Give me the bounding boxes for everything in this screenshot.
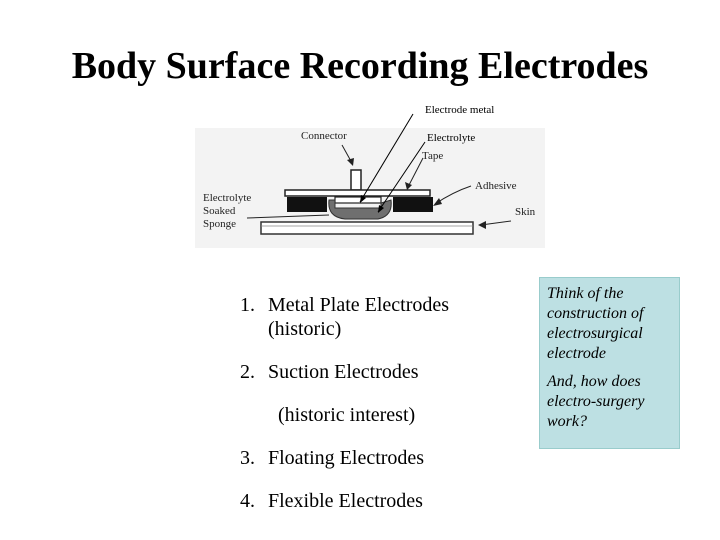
list-number: 2. xyxy=(240,361,255,383)
list-item: 2. Suction Electrodes xyxy=(240,360,530,384)
list-text: Floating Electrodes xyxy=(268,447,425,469)
tape-arrow-line xyxy=(407,157,424,188)
connector-stub xyxy=(350,169,362,191)
list-number: 3. xyxy=(240,447,255,469)
callout-line-electrolyte xyxy=(377,141,426,213)
list-number: 1. xyxy=(240,294,255,316)
slide-title: Body Surface Recording Electrodes xyxy=(71,45,649,87)
label-electrolyte: Electrolyte xyxy=(427,132,476,144)
note-line-1: Think of the construction of electrosurg… xyxy=(547,285,644,362)
electrode-type-list: 1. Metal Plate Electrodes (historic) 2. … xyxy=(240,293,530,513)
list-item-sub: (historic) xyxy=(240,317,530,341)
label-tape: Tape xyxy=(422,150,444,162)
label-sponge: Electrolyte Soaked Sponge xyxy=(203,192,251,231)
callout-line-metal xyxy=(359,113,414,203)
sponge-arrow-line xyxy=(246,214,330,219)
label-sponge-line2: Soaked xyxy=(203,205,236,217)
electrode-metal-plate xyxy=(334,196,382,204)
label-skin: Skin xyxy=(515,206,536,218)
connector-arrow-head xyxy=(347,158,354,166)
electrode-diagram xyxy=(195,100,545,250)
label-sponge-line3: Sponge xyxy=(203,218,236,230)
list-item: 1. Metal Plate Electrodes xyxy=(240,293,530,317)
note-box: Think of the construction of electrosurg… xyxy=(539,277,680,449)
list-item: 3. Floating Electrodes xyxy=(240,446,530,470)
adhesive-arrow-head xyxy=(433,198,442,206)
skin-layer xyxy=(260,221,474,235)
list-subtext: (historic) xyxy=(268,318,342,340)
label-adhesive: Adhesive xyxy=(475,180,517,192)
adhesive-right xyxy=(393,197,433,212)
skin-arrow-head xyxy=(478,221,486,229)
callout-arrow-electrolyte xyxy=(378,205,384,213)
label-sponge-line1: Electrolyte xyxy=(203,192,252,204)
list-item: 4. Flexible Electrodes xyxy=(240,489,530,513)
label-electrode-metal: Electrode metal xyxy=(425,104,495,116)
callout-arrow-metal xyxy=(360,195,366,203)
list-text: Metal Plate Electrodes xyxy=(268,294,450,316)
tape-top xyxy=(284,189,431,197)
list-number: 4. xyxy=(240,490,255,512)
adhesive-left xyxy=(287,197,327,212)
list-text: Suction Electrodes xyxy=(268,361,419,383)
label-connector: Connector xyxy=(301,130,347,142)
note-line-2: And, how does electro-surgery work? xyxy=(547,373,645,430)
tape-arrow-head xyxy=(405,182,412,190)
electrode-cross-section xyxy=(195,113,545,248)
list-subtext: (historic interest) xyxy=(278,404,416,426)
list-text: Flexible Electrodes xyxy=(268,490,423,512)
